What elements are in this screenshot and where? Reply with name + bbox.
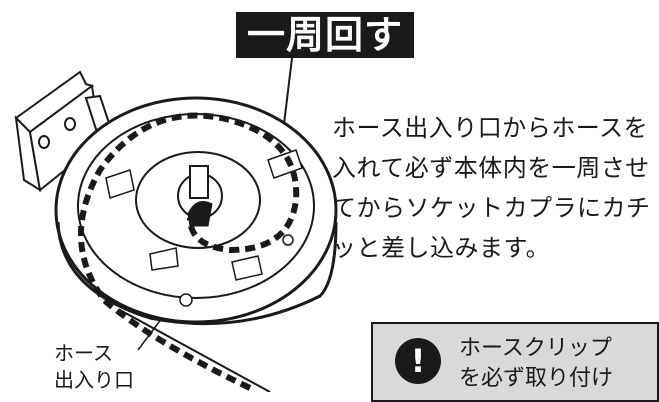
hose-label-line-2: 出入り口 [54, 368, 134, 392]
title-pointer [283, 57, 293, 125]
notice-box: ! ホースクリップ を必ず取り付け [371, 322, 659, 402]
title-badge: 一周回す [236, 12, 414, 58]
hose-inlet-label: ホース 出入り口 [54, 340, 134, 394]
reel-body [54, 96, 338, 326]
routing-path [77, 112, 300, 391]
hose-reel-illustration [14, 57, 338, 392]
notice-text: ホースクリップ を必ず取り付け [459, 334, 613, 394]
notice-line-1: ホースクリップ [459, 336, 612, 361]
hose-label-pointer [137, 317, 163, 351]
exclamation-icon: ! [395, 338, 441, 384]
notice-line-2: を必ず取り付け [459, 366, 614, 391]
hose [119, 309, 271, 392]
instruction-text: ホース出入り口からホースを入れて必ず本体内を一周させてからソケットカプラにカチッ… [332, 114, 651, 262]
hose-label-line-1: ホース [54, 341, 113, 365]
